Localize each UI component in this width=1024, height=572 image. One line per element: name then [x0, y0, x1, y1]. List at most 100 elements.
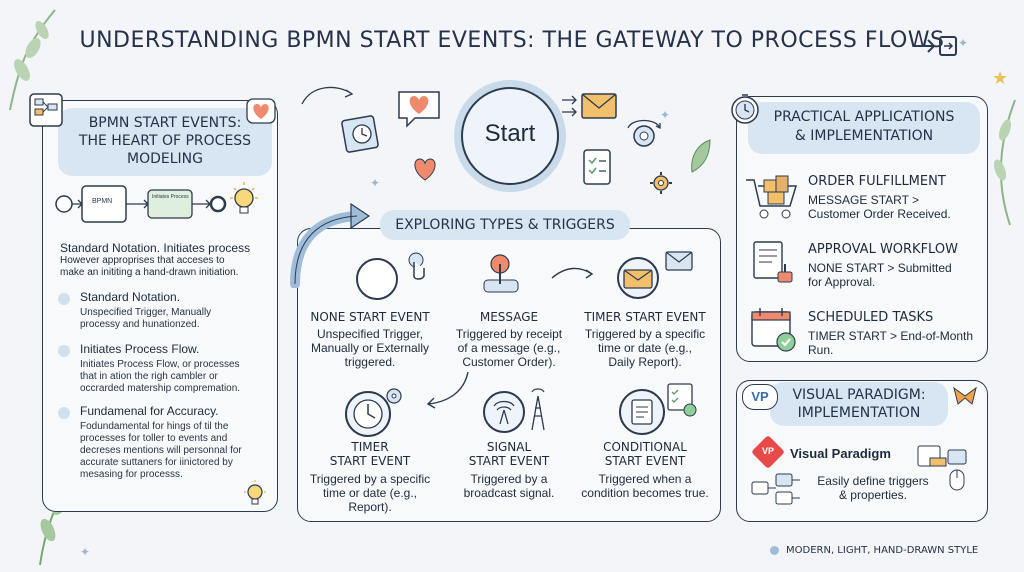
bullet-line: processy and hunationzed. — [80, 319, 200, 330]
event-desc: condition becomes true. — [581, 486, 709, 500]
application-desc: for Approval. — [808, 275, 876, 289]
event-title: START EVENT — [468, 454, 550, 468]
event-title: NONE START EVENT — [310, 310, 430, 324]
application-scheduled: SCHEDULED TASKS TIMER START > End-of-Mon… — [808, 310, 984, 357]
application-title: SCHEDULED TASKS — [808, 310, 934, 325]
event-desc: Report). — [348, 500, 392, 514]
event-message: MESSAGE Triggered by receipt of a messag… — [444, 310, 574, 369]
event-conditional: CONDITIONAL START EVENT Triggered when a… — [575, 440, 715, 500]
bullet-title: Initiates Process Flow. — [80, 342, 200, 356]
event-desc: triggered. — [344, 355, 396, 369]
bullet-dot — [58, 293, 70, 305]
application-order: ORDER FULFILLMENT MESSAGE START > Custom… — [808, 174, 984, 221]
event-signal: SIGNAL START EVENT Triggered by a broadc… — [444, 440, 574, 500]
clock-document-icon — [341, 115, 379, 153]
application-desc: MESSAGE START > — [808, 193, 920, 207]
style-note: MODERN, LIGHT, HAND-DRAWN STYLE — [786, 545, 979, 556]
star-icon: ★ — [992, 68, 1009, 88]
left-heading-line: MODELING — [127, 151, 203, 167]
event-desc: Manually or Externally — [310, 341, 430, 355]
signal-tower-icon — [483, 388, 545, 433]
event-desc: time or date (e.g., — [597, 341, 693, 355]
event-desc: Daily Report). — [608, 355, 682, 369]
star-icon: ✦ — [80, 545, 91, 559]
footer-dot — [770, 546, 779, 555]
curved-arrow — [290, 202, 371, 288]
left-heading-line: THE HEART OF PROCESS — [78, 133, 252, 149]
event-title: SIGNAL — [486, 440, 532, 454]
star-icon: ✦ — [660, 108, 671, 122]
application-desc: Customer Order Received. — [808, 207, 951, 221]
application-title: ORDER FULFILLMENT — [808, 174, 946, 189]
gear-refresh-icon — [627, 119, 661, 147]
start-label: Start — [484, 120, 536, 147]
decorative-leaves-right — [993, 99, 1016, 226]
start-event-circle — [454, 80, 566, 192]
event-title: START EVENT — [329, 454, 411, 468]
event-desc: Triggered by receipt — [455, 327, 563, 341]
vp-logo-badge: VP — [761, 446, 774, 456]
timer-envelope-icon — [617, 251, 693, 299]
left-heading-line: BPMN START EVENTS: — [88, 115, 242, 131]
gear-icon — [650, 172, 672, 194]
bullet-item: Initiates Process Flow. Initiates Proces… — [80, 342, 276, 395]
bpmn-mini-diagram — [55, 185, 227, 223]
none-start-event-icon — [356, 258, 398, 300]
event-desc: broadcast signal. — [463, 486, 555, 500]
heart-speech-icon — [398, 91, 440, 128]
decorative-leaves-top-left — [9, 9, 56, 111]
bullet-line: mesasing for processs. — [80, 469, 183, 480]
lightbulb-icon — [230, 182, 258, 214]
page-title: UNDERSTANDING BPMN START EVENTS: THE GAT… — [79, 28, 945, 53]
bullet-line: Unspecified Trigger, Manually — [80, 307, 212, 318]
lightbulb-icon — [244, 480, 266, 505]
bullet-dot — [58, 345, 70, 357]
shopping-cart-icon — [746, 175, 798, 219]
applications-heading-line: & IMPLEMENTATION — [794, 128, 934, 144]
application-desc: TIMER START > End-of-Month — [808, 329, 974, 343]
bullet-line: accurate suttaners for iinictored by — [80, 457, 233, 468]
bullet-title: Fundamenal for Accuracy. — [80, 404, 219, 418]
intro-line: make an inititing a hand-drawn initiatio… — [60, 267, 239, 278]
message-button-icon — [483, 254, 519, 293]
conditional-document-icon — [619, 383, 697, 435]
vp-flow-diagram-icon — [751, 473, 800, 505]
types-heading: EXPLORING TYPES & TRIGGERS — [380, 210, 630, 240]
event-timer-start: TIMER START EVENT Triggered by a specifi… — [305, 440, 435, 514]
event-desc: time or date (e.g., — [322, 486, 418, 500]
swirl-arrow-decoration — [301, 86, 354, 105]
event-title: TIMER — [351, 440, 389, 454]
star-icon: ✦ — [370, 176, 381, 190]
vp-desc-line: & properties. — [838, 488, 908, 502]
event-desc: Triggered by a — [470, 472, 548, 486]
application-desc: Run. — [808, 343, 834, 357]
diagram-box-label: BPMN — [92, 198, 113, 205]
event-title: TIMER START EVENT — [584, 310, 706, 324]
vp-heading-line: VISUAL PARADIGM: — [792, 387, 926, 403]
event-title: MESSAGE — [479, 310, 539, 324]
vp-heading-line: IMPLEMENTATION — [797, 405, 921, 421]
vp-desc-line: Easily define triggers — [817, 474, 929, 488]
diagram-box-label: Initiates Process — [152, 194, 189, 200]
application-title: APPROVAL WORKFLOW — [808, 242, 958, 257]
arrow-into-box-icon — [914, 36, 957, 56]
vp-badge: VP — [742, 384, 778, 410]
application-desc: NONE START > Submitted — [808, 261, 952, 275]
bullet-line: occrarded matership compremation. — [80, 383, 241, 394]
event-desc: Triggered by a specific — [584, 327, 706, 341]
event-desc: Unspecified Trigger, — [316, 327, 424, 341]
applications-heading: PRACTICAL APPLICATIONS & IMPLEMENTATION — [748, 102, 980, 154]
bullet-item: Fundamenal for Accuracy. Fodundamental f… — [80, 404, 276, 481]
star-icon: ✦ — [958, 36, 969, 50]
event-desc: Customer Order). — [462, 355, 556, 369]
bullet-line: decreses mentions will personnal for — [80, 445, 242, 456]
hand-pointer-icon — [408, 252, 425, 280]
intro-line: However approprises that acceses to — [60, 255, 225, 266]
bullet-dot — [58, 407, 70, 419]
bullet-title: Standard Notation. — [80, 290, 181, 304]
vp-ribbon-icon — [953, 386, 977, 405]
approval-document-icon — [753, 241, 793, 283]
left-panel-heading: BPMN START EVENTS: THE HEART OF PROCESS … — [58, 108, 272, 176]
timer-clock-icon — [345, 388, 402, 437]
vp-heading: VISUAL PARADIGM: IMPLEMENTATION — [770, 382, 948, 426]
